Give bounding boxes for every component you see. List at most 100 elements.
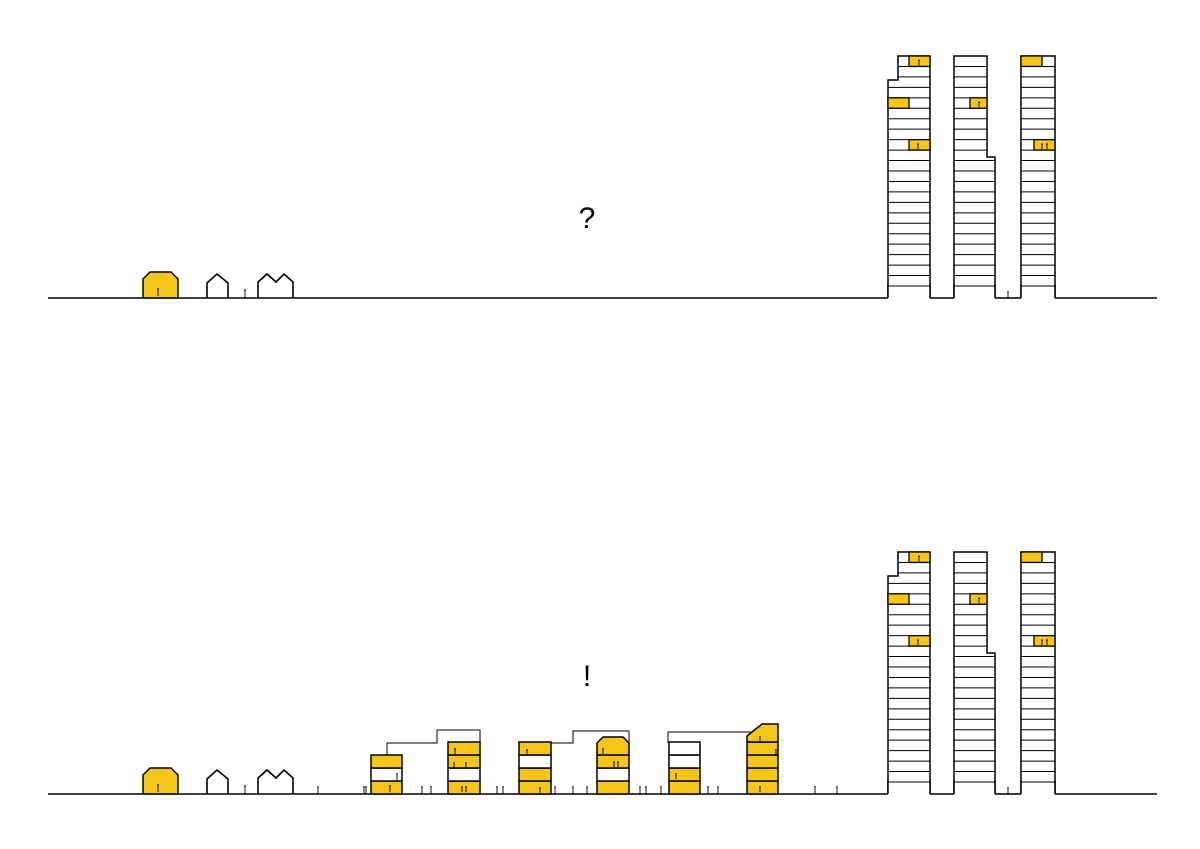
person-icon bbox=[613, 761, 615, 763]
person-icon bbox=[586, 786, 588, 788]
block-floor bbox=[518, 741, 552, 756]
yellow-unit bbox=[1033, 634, 1056, 647]
person-icon bbox=[645, 786, 647, 788]
person-icon bbox=[759, 786, 761, 788]
yellow-unit bbox=[1033, 138, 1056, 151]
person-icon bbox=[572, 786, 574, 788]
yellow-unit bbox=[887, 593, 910, 605]
person-icon bbox=[421, 786, 423, 788]
person-icon bbox=[461, 786, 463, 788]
person-icon bbox=[775, 749, 777, 751]
house-outline bbox=[206, 768, 229, 794]
person-icon bbox=[396, 773, 398, 775]
tower-3 bbox=[1020, 551, 1056, 794]
block-floor bbox=[746, 741, 779, 756]
block-floor bbox=[447, 754, 481, 769]
section-proposed bbox=[48, 551, 1157, 795]
person-icon bbox=[157, 288, 159, 290]
person-icon bbox=[660, 786, 662, 788]
person-icon bbox=[157, 784, 159, 786]
yellow-unit bbox=[887, 97, 910, 109]
block-floor bbox=[518, 780, 552, 795]
person-icon bbox=[917, 639, 919, 641]
person-icon bbox=[454, 748, 456, 750]
person-icon bbox=[465, 786, 467, 788]
tower-2 bbox=[953, 55, 996, 298]
tower-1 bbox=[887, 55, 931, 298]
block-roof bbox=[746, 723, 779, 743]
house-outline bbox=[206, 272, 229, 298]
block-floor bbox=[518, 767, 552, 782]
person-icon bbox=[617, 761, 619, 763]
person-icon bbox=[602, 748, 604, 750]
person-icon bbox=[978, 597, 980, 600]
block-floor bbox=[596, 767, 630, 782]
block-floor bbox=[370, 780, 403, 795]
person-icon bbox=[430, 786, 432, 788]
block-floor bbox=[668, 767, 701, 782]
yellow-house bbox=[142, 767, 179, 795]
person-icon bbox=[1046, 143, 1048, 145]
block-floor bbox=[596, 754, 630, 769]
person-icon bbox=[244, 785, 246, 787]
person-icon bbox=[1007, 291, 1009, 293]
block-floor bbox=[447, 741, 481, 756]
person-icon bbox=[389, 785, 391, 787]
block-floor bbox=[668, 741, 701, 756]
question-mark: ? bbox=[579, 202, 596, 235]
block-floor bbox=[746, 780, 779, 795]
person-icon bbox=[675, 773, 677, 775]
house-outline bbox=[257, 272, 294, 298]
house-outline bbox=[257, 768, 294, 794]
tower-2 bbox=[953, 551, 996, 794]
connector-line bbox=[667, 731, 758, 743]
person-icon bbox=[554, 786, 556, 788]
person-icon bbox=[707, 786, 709, 788]
person-icon bbox=[1041, 639, 1043, 641]
person-icon bbox=[244, 289, 246, 291]
person-icon bbox=[717, 786, 719, 788]
person-icon bbox=[639, 786, 641, 788]
yellow-unit bbox=[908, 55, 931, 68]
block-roof bbox=[596, 736, 630, 756]
person-icon bbox=[1046, 639, 1048, 641]
yellow-house bbox=[142, 271, 179, 299]
person-icon bbox=[814, 786, 816, 788]
block-floor bbox=[746, 767, 779, 782]
person-icon bbox=[759, 736, 761, 738]
yellow-unit bbox=[1020, 55, 1043, 68]
connector-line bbox=[386, 729, 481, 755]
section-current bbox=[48, 55, 1157, 299]
person-icon bbox=[836, 786, 838, 788]
yellow-unit bbox=[908, 138, 931, 151]
yellow-unit bbox=[969, 593, 988, 605]
block-floor bbox=[668, 754, 701, 769]
person-icon bbox=[918, 555, 920, 558]
person-icon bbox=[317, 786, 319, 788]
yellow-unit bbox=[908, 551, 931, 564]
block-floor bbox=[596, 780, 630, 795]
person-icon bbox=[1007, 787, 1009, 789]
connector-line bbox=[551, 730, 630, 744]
block-floor bbox=[447, 780, 481, 795]
exclamation-mark: ! bbox=[583, 660, 591, 693]
yellow-unit bbox=[969, 97, 988, 109]
person-icon bbox=[465, 762, 467, 764]
person-icon bbox=[1041, 143, 1043, 145]
person-icon bbox=[918, 59, 920, 62]
block-floor bbox=[370, 754, 403, 769]
block-floor bbox=[447, 767, 481, 782]
person-icon bbox=[539, 787, 541, 789]
block-floor bbox=[518, 754, 552, 769]
tower-3 bbox=[1020, 55, 1056, 298]
block-floor bbox=[668, 780, 701, 795]
yellow-unit bbox=[908, 634, 931, 647]
tower-1 bbox=[887, 551, 931, 794]
person-icon bbox=[453, 762, 455, 764]
person-icon bbox=[526, 749, 528, 751]
person-icon bbox=[917, 143, 919, 145]
block-floor bbox=[746, 754, 779, 769]
person-icon bbox=[363, 786, 365, 788]
person-icon bbox=[502, 786, 504, 788]
person-icon bbox=[496, 786, 498, 788]
